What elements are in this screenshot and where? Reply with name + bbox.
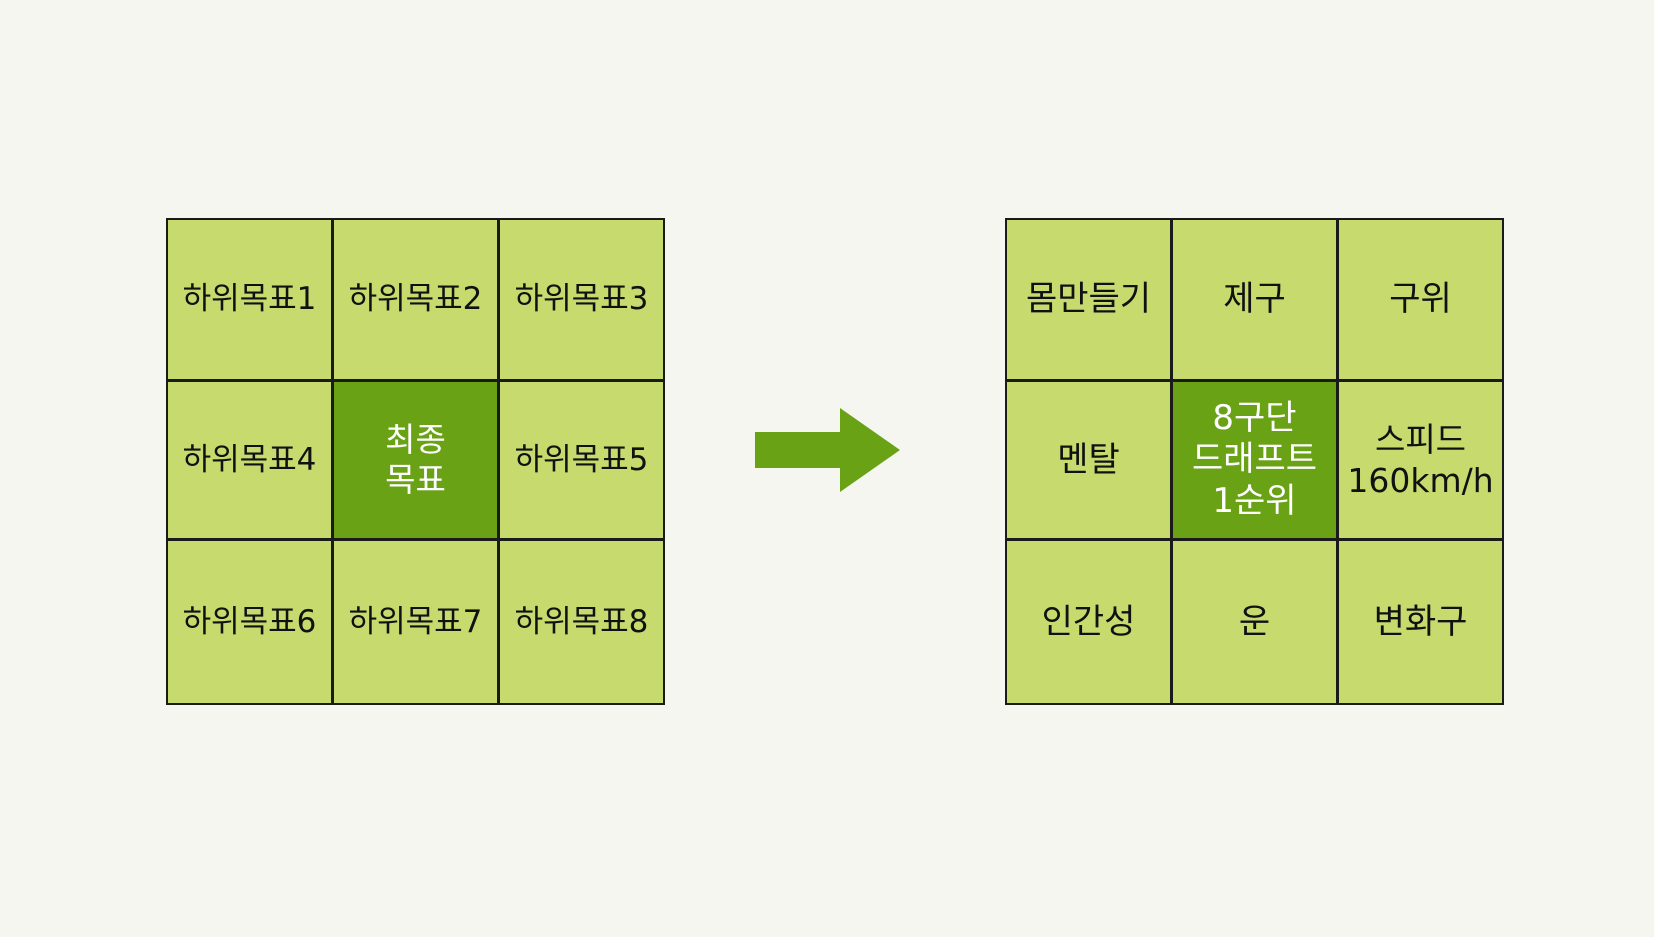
example-final-goal-cell: 8구단 드래프트 1순위: [1171, 380, 1338, 540]
arrow-right-icon: [755, 408, 900, 492]
arrow-shape: [755, 408, 900, 492]
final-goal-cell: 최종 목표: [332, 380, 499, 540]
sub-goal-cell-2: 하위목표2: [332, 218, 499, 381]
sub-goal-cell-1: 하위목표1: [166, 218, 333, 381]
sub-goal-cell-4: 하위목표4: [166, 380, 333, 540]
example-cell-humanity: 인간성: [1005, 539, 1172, 705]
sub-goal-cell-5: 하위목표5: [498, 380, 665, 540]
example-cell-pitch-power: 구위: [1337, 218, 1504, 381]
sub-goal-cell-6: 하위목표6: [166, 539, 333, 705]
sub-goal-cell-3: 하위목표3: [498, 218, 665, 381]
mandala-grid-example: 몸만들기 제구 구위 멘탈 8구단 드래프트 1순위 스피드 160km/h 인…: [1005, 218, 1504, 705]
example-cell-speed: 스피드 160km/h: [1337, 380, 1504, 540]
mandala-grid-template: 하위목표1 하위목표2 하위목표3 하위목표4 최종 목표 하위목표5 하위목표…: [166, 218, 665, 705]
example-cell-control: 제구: [1171, 218, 1338, 381]
example-cell-luck: 운: [1171, 539, 1338, 705]
sub-goal-cell-7: 하위목표7: [332, 539, 499, 705]
example-cell-breaking-ball: 변화구: [1337, 539, 1504, 705]
example-cell-body-building: 몸만들기: [1005, 218, 1172, 381]
sub-goal-cell-8: 하위목표8: [498, 539, 665, 705]
example-cell-mental: 멘탈: [1005, 380, 1172, 540]
